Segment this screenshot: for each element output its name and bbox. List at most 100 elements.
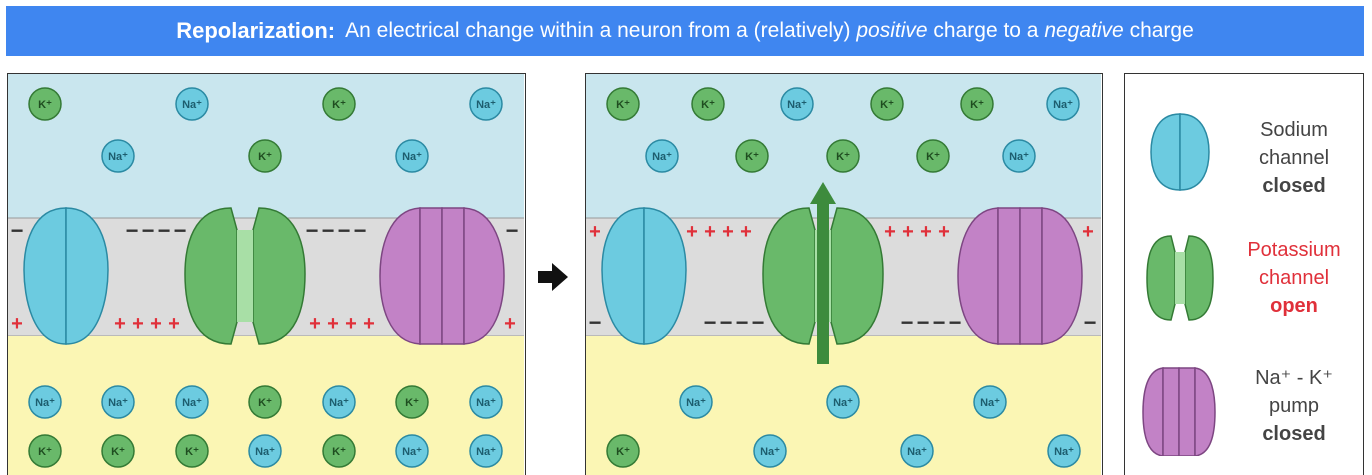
legend-pump-line2: pump xyxy=(1268,395,1320,417)
svg-text:Na⁺: Na⁺ xyxy=(402,446,422,458)
potassium-ion: K⁺ xyxy=(248,385,282,419)
potassium-ion: K⁺ xyxy=(826,139,860,173)
sodium-ion: Na⁺ xyxy=(645,139,679,173)
potassium-ion: K⁺ xyxy=(28,434,62,468)
plus-charge: + xyxy=(740,221,752,243)
svg-text:Na⁺: Na⁺ xyxy=(833,397,853,409)
sodium-ion: Na⁺ xyxy=(175,385,209,419)
plus-charge: + xyxy=(902,221,914,243)
banner-text-3: charge xyxy=(1123,19,1194,42)
plus-charge: + xyxy=(504,313,516,335)
plus-charge: + xyxy=(11,313,23,335)
svg-text:Na⁺: Na⁺ xyxy=(1053,99,1073,111)
svg-text:Na⁺: Na⁺ xyxy=(686,397,706,409)
legend-sodium-state: closed xyxy=(1262,175,1326,197)
svg-text:K⁺: K⁺ xyxy=(745,151,759,163)
minus-charge: − xyxy=(917,310,930,335)
svg-text:Na⁺: Na⁺ xyxy=(907,446,927,458)
svg-text:K⁺: K⁺ xyxy=(258,151,272,163)
sodium-potassium-pump xyxy=(379,207,505,345)
sodium-ion: Na⁺ xyxy=(469,434,503,468)
potassium-ion: K⁺ xyxy=(248,139,282,173)
svg-text:Na⁺: Na⁺ xyxy=(182,99,202,111)
svg-text:K⁺: K⁺ xyxy=(332,446,346,458)
sodium-ion: Na⁺ xyxy=(101,385,135,419)
plus-charge: + xyxy=(884,221,896,243)
minus-charge: − xyxy=(752,310,765,335)
sodium-potassium-pump xyxy=(957,207,1083,345)
banner-term: Repolarization: xyxy=(176,18,336,43)
potassium-ion: K⁺ xyxy=(870,87,904,121)
svg-text:Na⁺: Na⁺ xyxy=(108,151,128,163)
plus-charge: + xyxy=(938,221,950,243)
minus-charge: − xyxy=(589,310,602,335)
membrane-diagram-after: K⁺K⁺Na⁺K⁺K⁺Na⁺Na⁺K⁺K⁺K⁺Na⁺Na⁺Na⁺Na⁺K⁺Na⁺… xyxy=(586,74,1101,475)
potassium-channel xyxy=(184,207,306,345)
title-banner: Repolarization: An electrical change wit… xyxy=(6,6,1364,56)
svg-text:Na⁺: Na⁺ xyxy=(787,99,807,111)
sodium-ion: Na⁺ xyxy=(753,434,787,468)
legend-sodium-line2: channel xyxy=(1258,147,1330,169)
banner-text-1: An electrical change within a neuron fro… xyxy=(345,19,857,42)
svg-text:Na⁺: Na⁺ xyxy=(329,397,349,409)
sodium-ion: Na⁺ xyxy=(469,87,503,121)
pump-icon xyxy=(1142,367,1216,456)
sodium-ion: Na⁺ xyxy=(322,385,356,419)
legend-sodium-line1: Sodium xyxy=(1260,119,1328,141)
svg-text:K⁺: K⁺ xyxy=(616,446,630,458)
sodium-ion: Na⁺ xyxy=(780,87,814,121)
plus-charge: + xyxy=(327,313,339,335)
sodium-ion: Na⁺ xyxy=(469,385,503,419)
svg-text:Na⁺: Na⁺ xyxy=(1009,151,1029,163)
svg-text:K⁺: K⁺ xyxy=(616,99,630,111)
plus-charge: + xyxy=(1082,221,1094,243)
next-step-arrow-icon xyxy=(536,262,570,292)
sodium-ion: Na⁺ xyxy=(900,434,934,468)
membrane-diagram-before: K⁺ Na⁺ K⁺ Na⁺ Na⁺ K⁺ Na⁺ Na⁺ Na⁺ Na⁺ K⁺ Na⁺ K⁺ Na⁺ K⁺ K… xyxy=(8,74,524,475)
potassium-ion: K⁺ xyxy=(960,87,994,121)
svg-text:Na⁺: Na⁺ xyxy=(182,397,202,409)
minus-charge: − xyxy=(11,218,24,243)
sodium-ion: Na⁺ xyxy=(101,139,135,173)
legend-potassium-line2: channel xyxy=(1258,267,1330,289)
svg-text:K⁺: K⁺ xyxy=(185,446,199,458)
legend-potassium-state: open xyxy=(1270,295,1318,317)
plus-charge: + xyxy=(345,313,357,335)
banner-positive: positive xyxy=(856,19,928,42)
minus-charge: − xyxy=(933,310,946,335)
banner-text-2: charge to a xyxy=(927,19,1045,42)
minus-charge: − xyxy=(338,218,351,243)
sodium-ion: Na⁺ xyxy=(679,385,713,419)
svg-text:Na⁺: Na⁺ xyxy=(402,151,422,163)
plus-charge: + xyxy=(920,221,932,243)
minus-charge: − xyxy=(306,218,319,243)
potassium-ion: K⁺ xyxy=(322,434,356,468)
svg-text:K⁺: K⁺ xyxy=(880,99,894,111)
legend-sodium-channel: Sodium channel closed xyxy=(1125,94,1365,204)
svg-text:Na⁺: Na⁺ xyxy=(760,446,780,458)
minus-charge: − xyxy=(158,218,171,243)
potassium-ion: K⁺ xyxy=(606,434,640,468)
svg-text:K⁺: K⁺ xyxy=(111,446,125,458)
plus-charge: + xyxy=(132,313,144,335)
minus-charge: − xyxy=(704,310,717,335)
potassium-ion: K⁺ xyxy=(395,385,429,419)
minus-charge: − xyxy=(354,218,367,243)
potassium-ion: K⁺ xyxy=(606,87,640,121)
minus-charge: − xyxy=(506,218,519,243)
sodium-channel xyxy=(23,207,109,345)
plus-charge: + xyxy=(686,221,698,243)
minus-charge: − xyxy=(1084,310,1097,335)
minus-charge: − xyxy=(322,218,335,243)
legend-pump-line1: Na⁺ - K⁺ xyxy=(1255,367,1333,389)
sodium-ion: Na⁺ xyxy=(1002,139,1036,173)
svg-text:K⁺: K⁺ xyxy=(405,397,419,409)
sodium-ion: Na⁺ xyxy=(1046,87,1080,121)
potassium-ion: K⁺ xyxy=(916,139,950,173)
svg-text:Na⁺: Na⁺ xyxy=(476,397,496,409)
svg-text:K⁺: K⁺ xyxy=(332,99,346,111)
potassium-ion: K⁺ xyxy=(322,87,356,121)
plus-charge: + xyxy=(589,221,601,243)
sodium-ion: Na⁺ xyxy=(1047,434,1081,468)
svg-text:K⁺: K⁺ xyxy=(38,446,52,458)
